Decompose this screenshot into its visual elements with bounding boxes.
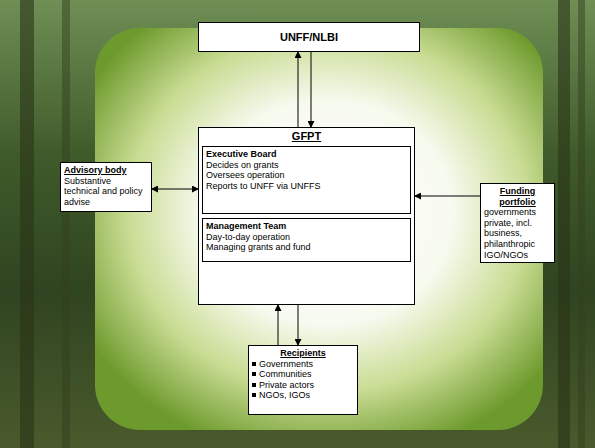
- advisory-box: Advisory bodySubstantive technical and p…: [60, 162, 152, 212]
- arrow-connector: [415, 196, 480, 197]
- node-text: Decides on grants: [206, 160, 407, 171]
- arrow-connector: [298, 305, 299, 345]
- funding-box: Funding portfoliogovernments private, in…: [480, 183, 555, 263]
- fund-box: GFPT Executive BoardDecides on grantsOver…: [198, 127, 415, 305]
- background-panel: [95, 28, 543, 430]
- arrow-connector: [278, 305, 279, 345]
- node-text: Private actors: [252, 380, 354, 391]
- node-heading: Advisory body: [64, 165, 148, 176]
- node-text: Managing grants and fund: [206, 242, 407, 253]
- bullet-square: [252, 362, 256, 366]
- governing-body-box: UNFF/NLBI: [198, 22, 420, 52]
- node-text: Governments: [252, 359, 354, 370]
- recipients-box: RecipientsGovernmentsCommunitiesPrivate …: [248, 345, 358, 415]
- tree-trunk: [558, 0, 570, 448]
- node-text: Day-to-day operation: [206, 232, 407, 243]
- node-text: Communities: [252, 369, 354, 380]
- node-text: Substantive technical and policy advise: [64, 176, 148, 208]
- bullet-square: [252, 372, 256, 376]
- tree-trunk: [20, 0, 34, 448]
- node-heading: Recipients: [252, 348, 354, 359]
- arrow-connector: [311, 52, 312, 127]
- text-wrap: UNFF/NLBI: [280, 31, 338, 44]
- node-heading: Management Team: [206, 221, 407, 232]
- node-text: governments private, incl. business, phi…: [484, 207, 551, 260]
- node-text: Reports to UNFF via UNFFS: [206, 181, 407, 192]
- node-heading: UNFF/NLBI: [280, 31, 338, 44]
- bullet-square: [252, 383, 256, 387]
- node-heading: Executive Board: [206, 149, 407, 160]
- bullet-square: [252, 393, 256, 397]
- arrow-connector: [298, 52, 299, 127]
- arrow-connector: [152, 189, 198, 190]
- tree-trunk: [62, 0, 70, 448]
- tree-trunk: [578, 0, 585, 448]
- node-heading: GFPT: [202, 130, 411, 143]
- team-box: Management TeamDay-to-day operationManag…: [202, 218, 411, 262]
- node-text: Oversees operation: [206, 170, 407, 181]
- node-heading: Funding portfolio: [484, 186, 551, 207]
- board-box: Executive BoardDecides on grantsOversees…: [202, 146, 411, 214]
- node-text: NGOs, IGOs: [252, 390, 354, 401]
